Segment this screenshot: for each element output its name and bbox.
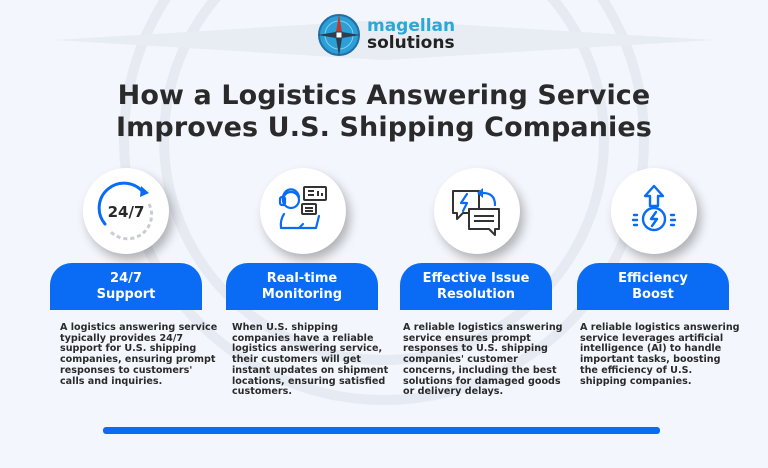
icon-circle	[260, 168, 346, 254]
feature-description: A reliable logistics answering service l…	[580, 322, 740, 387]
logo-text-magellan: magellan	[367, 16, 456, 36]
tab-title-line-2: Support	[96, 286, 156, 302]
tab-real-time-monitoring: Real-time Monitoring	[226, 263, 378, 310]
feature-description: A logistics answering service typically …	[60, 322, 218, 387]
tab-title-line-1: Efficiency	[618, 270, 688, 286]
compass-logo-icon	[318, 14, 360, 56]
svg-text:24/7: 24/7	[108, 203, 145, 221]
title-line-1: How a Logistics Answering Service	[117, 80, 651, 111]
agent-monitoring-icon	[278, 186, 327, 230]
tab-title-line-1: 24/7	[110, 270, 142, 286]
page-title: How a Logistics Answering Service Improv…	[0, 80, 768, 144]
logo-text-solutions: solutions	[367, 33, 455, 53]
chat-resolution-icon	[452, 188, 500, 236]
tab-effective-issue-resolution: Effective Issue Resolution	[400, 263, 552, 310]
bottom-accent-bar	[103, 427, 660, 434]
tab-title-line-2: Resolution	[436, 286, 516, 302]
tab-title-line-2: Monitoring	[261, 286, 343, 302]
icon-circle	[611, 168, 697, 254]
tab-title-line-1: Effective Issue	[422, 270, 530, 286]
tab-24-7-support: 24/7 Support	[50, 263, 202, 310]
icon-circle	[434, 168, 520, 254]
feature-description: A reliable logistics answering service e…	[403, 322, 563, 398]
tab-title-line-2: Boost	[632, 286, 674, 302]
icon-circle: 24/7	[83, 168, 169, 254]
tab-efficiency-boost: Efficiency Boost	[577, 263, 729, 310]
clock-24-7-icon: 24/7	[97, 181, 154, 241]
feature-description: When U.S. shipping companies have a reli…	[232, 322, 389, 398]
energy-boost-icon	[631, 184, 677, 232]
tab-title-line-1: Real-time	[266, 270, 338, 286]
magellan-logo: magellan solutions	[317, 13, 455, 57]
title-line-2: Improves U.S. Shipping Companies	[116, 112, 652, 143]
